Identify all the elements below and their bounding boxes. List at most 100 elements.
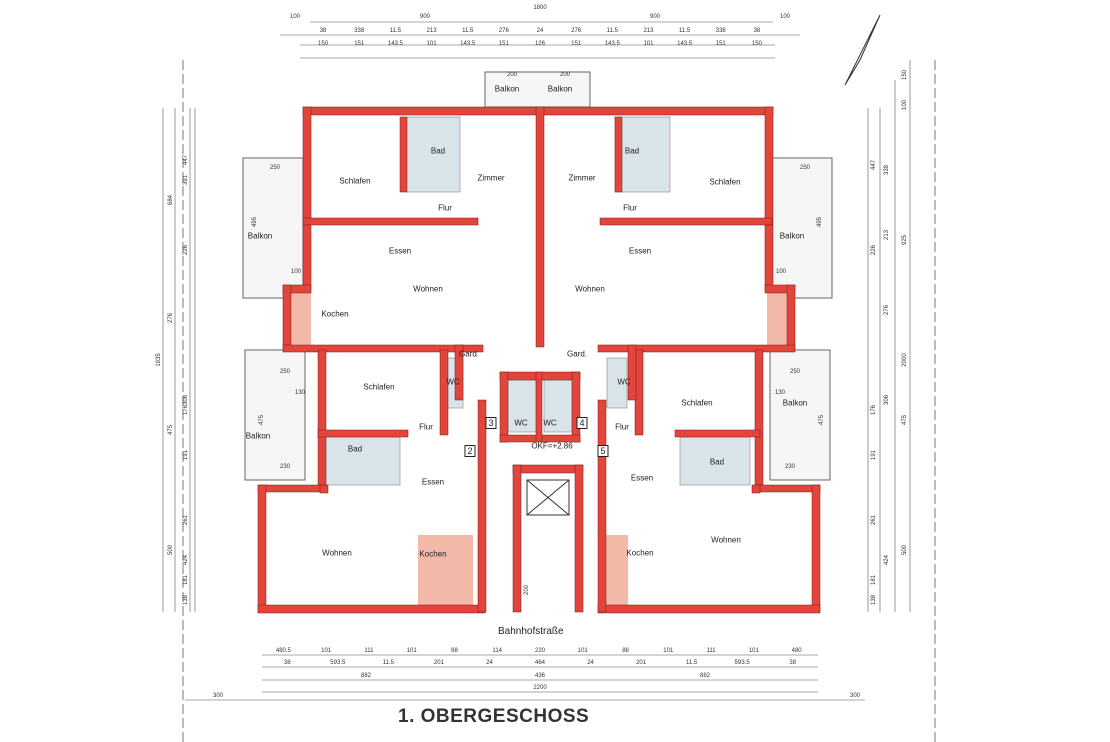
dimension-label: 882 bbox=[699, 673, 711, 679]
room-label-wc: WC bbox=[543, 418, 557, 428]
dimension-label: 480.5 bbox=[275, 648, 291, 654]
dimension-label: 308 bbox=[183, 394, 189, 406]
room-label-balkon: Balkon bbox=[494, 84, 520, 94]
wall bbox=[302, 217, 479, 226]
dimension-label: 130 bbox=[294, 390, 306, 396]
wall bbox=[257, 484, 267, 613]
dimension-label: 500 bbox=[168, 544, 174, 556]
dimension-label: 250 bbox=[269, 165, 281, 171]
dimension-label: 38 bbox=[753, 28, 761, 34]
dimension-label: 11.5 bbox=[462, 28, 474, 34]
wall bbox=[257, 604, 486, 614]
dimension-label: 100 bbox=[289, 14, 301, 20]
room-label-bad: Bad bbox=[347, 444, 363, 454]
dimension-label: 300 bbox=[212, 693, 224, 699]
room-label-essen: Essen bbox=[628, 246, 652, 256]
dimension-label: 151 bbox=[354, 41, 365, 47]
dimension-label: 100 bbox=[779, 14, 791, 20]
kitchen-area bbox=[291, 292, 311, 347]
bathroom-area bbox=[324, 436, 401, 486]
dimension-label: 261 bbox=[871, 514, 877, 526]
room-label-bad: Bad bbox=[624, 146, 640, 156]
room-label-kochen: Kochen bbox=[626, 548, 654, 558]
dimension-label: 201 bbox=[636, 660, 647, 666]
dimension-label: 213 bbox=[884, 229, 890, 241]
dimension-label: 151 bbox=[715, 41, 726, 47]
dimension-label: 24 bbox=[486, 660, 493, 666]
dimension-label: 100 bbox=[902, 99, 908, 111]
dimension-label: 191 bbox=[183, 449, 189, 461]
dimension-label: 261 bbox=[183, 514, 189, 526]
dimension-label: 24 bbox=[587, 660, 594, 666]
balcony-outline bbox=[484, 71, 591, 108]
dimension-label: 191 bbox=[871, 449, 877, 461]
dimension-label: 1935 bbox=[156, 353, 162, 367]
wall bbox=[282, 284, 292, 351]
dimension-label: 181 bbox=[871, 574, 877, 586]
room-label-schlafen: Schlafen bbox=[363, 382, 395, 392]
dimension-label: 276 bbox=[168, 312, 174, 324]
dimension-label: 176 bbox=[871, 404, 877, 416]
dimension-label: 900 bbox=[419, 14, 431, 20]
dimension-label: 593.5 bbox=[330, 660, 346, 666]
dimension-label: 38 bbox=[319, 28, 327, 34]
dimension-label: 38 bbox=[283, 660, 291, 666]
wall bbox=[599, 217, 773, 226]
dimension-label: 11.5 bbox=[686, 660, 698, 666]
room-label-flur: Flur bbox=[419, 422, 433, 432]
dimension-label: 424 bbox=[884, 554, 890, 566]
dimension-label: 2000 bbox=[902, 353, 908, 367]
dimension-label: 101 bbox=[577, 648, 588, 654]
dimension-label: 130 bbox=[774, 390, 786, 396]
dimension-label: 593.5 bbox=[734, 660, 750, 666]
dimension-label: 447 bbox=[183, 154, 189, 166]
bathroom-area bbox=[543, 379, 573, 433]
dimension-label: 500 bbox=[902, 544, 908, 556]
dimension-label: 200 bbox=[524, 584, 530, 596]
dimension-label: 220 bbox=[534, 648, 546, 654]
wall bbox=[811, 484, 821, 613]
dimension-label: 213 bbox=[426, 28, 437, 34]
room-label-wohnen: Wohnen bbox=[413, 284, 443, 294]
unit-number-4: 4 bbox=[576, 417, 588, 429]
dimension-label: 114 bbox=[492, 648, 503, 654]
balcony-outline bbox=[244, 349, 306, 481]
dimension-label: 101 bbox=[321, 648, 332, 654]
dimension-label: 276 bbox=[498, 28, 509, 34]
dimension-label: 424 bbox=[183, 554, 189, 566]
wall bbox=[751, 484, 761, 494]
room-label-essen: Essen bbox=[630, 473, 654, 483]
dimension-label: 201 bbox=[433, 660, 444, 666]
wall bbox=[302, 224, 312, 291]
dimension-label: 101 bbox=[643, 41, 654, 47]
dimension-label: 276 bbox=[571, 28, 582, 34]
dimension-label: 111 bbox=[364, 648, 374, 654]
dimension-label: 138 bbox=[871, 594, 877, 606]
wall bbox=[597, 399, 607, 613]
dimension-label: 100 bbox=[775, 269, 787, 275]
dimension-label: 143.5 bbox=[387, 41, 403, 47]
unit-number-2: 2 bbox=[464, 445, 476, 457]
wall bbox=[535, 106, 545, 348]
dimension-label: 200 bbox=[559, 72, 571, 78]
balcony-outline bbox=[771, 157, 833, 299]
bathroom-area bbox=[606, 357, 628, 409]
dimension-label: 475 bbox=[259, 414, 265, 426]
dimension-label: 250 bbox=[279, 369, 291, 375]
room-label-balkon: Balkon bbox=[547, 84, 573, 94]
wall bbox=[257, 484, 327, 493]
dimension-label: 480 bbox=[791, 648, 802, 654]
dimension-label: 925 bbox=[902, 234, 908, 246]
wall bbox=[764, 224, 774, 291]
bathroom-area bbox=[404, 116, 461, 193]
dimension-label: 230 bbox=[784, 464, 796, 470]
room-label-wc: WC bbox=[446, 377, 460, 387]
wall bbox=[317, 429, 409, 438]
dimension-label: 143.5 bbox=[460, 41, 476, 47]
unit-number-5: 5 bbox=[597, 445, 609, 457]
wall bbox=[512, 464, 584, 474]
room-label-zimmer: Zimmer bbox=[477, 173, 505, 183]
dimension-label: 495 bbox=[252, 216, 258, 228]
room-label-essen: Essen bbox=[388, 246, 412, 256]
